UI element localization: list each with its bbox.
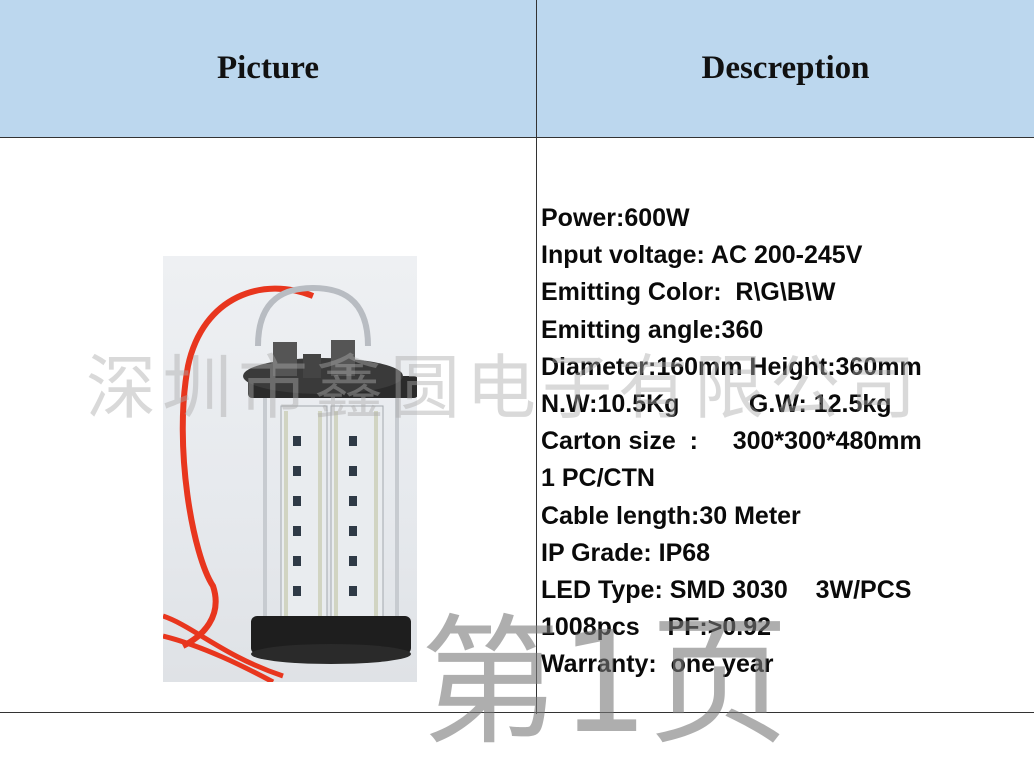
spec-weight: N.W:10.5Kg G.W: 12.5kg (541, 389, 892, 418)
spec-warranty: Warranty: one year (541, 650, 774, 679)
spec-emitting-angle: Emitting angle:360 (541, 315, 764, 344)
spec-emitting-color: Emitting Color: R\G\B\W (541, 278, 836, 307)
spec-cable-length: Cable length:30 Meter (541, 501, 801, 530)
spec-led-count: 1008pcs PF:>0.92 (541, 613, 772, 642)
product-photo (163, 256, 417, 682)
spec-power: Power:600W (541, 204, 690, 232)
table-bottom-border (0, 712, 1034, 713)
spec-dimensions: Diameter:160mm Height:360mm (541, 352, 922, 381)
header-description: Descreption (701, 50, 870, 86)
spec-packing: 1 PC/CTN (541, 464, 655, 493)
spec-list: Power:600W Input voltage: AC 200-245V Em… (541, 200, 1031, 683)
column-divider (536, 0, 537, 714)
fishing-light-illustration (163, 284, 417, 682)
spec-ip-grade: IP Grade: IP68 (541, 538, 711, 567)
table-header-row: Picture Descreption (0, 0, 1034, 138)
spec-carton-size: Carton size : 300*300*480mm (541, 427, 922, 456)
spec-input-voltage: Input voltage: AC 200-245V (541, 241, 863, 270)
spec-led-type: LED Type: SMD 3030 3W/PCS (541, 575, 912, 604)
header-picture: Picture (216, 50, 319, 86)
